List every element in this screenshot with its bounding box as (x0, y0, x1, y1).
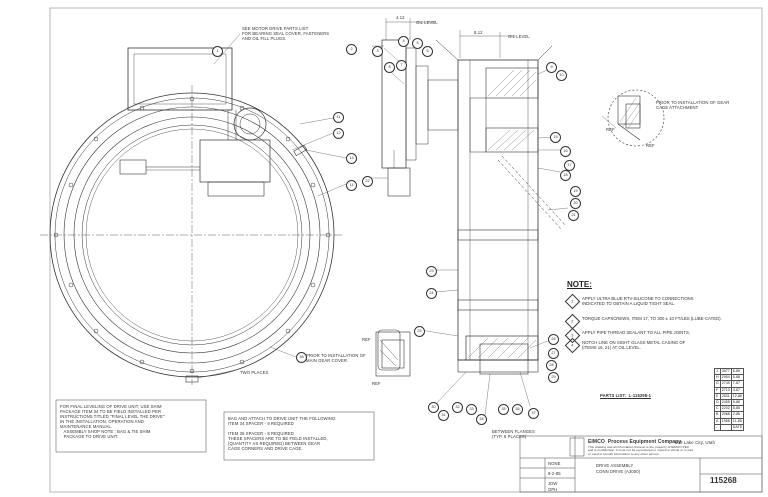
item-balloon: 34 (476, 414, 487, 425)
plan-view-housing (40, 47, 344, 385)
motor-drive-note: SEE MOTOR DRIVE PARTS LIST FOR BEARING S… (242, 26, 330, 41)
item-balloon: 26 (548, 334, 559, 345)
revision-cell: 2710 (719, 386, 732, 394)
note-number: 1 (571, 298, 574, 304)
item-balloon: 6 (422, 46, 433, 57)
item-balloon: 19 (570, 186, 581, 197)
item-balloon: 25 (414, 326, 425, 337)
item-balloon: 36 (512, 404, 523, 415)
revision-cell: 12-86 (730, 392, 745, 400)
revision-cell (719, 423, 732, 431)
two-places-label: TWO PLACES (240, 370, 269, 375)
item-balloon: 12 (333, 128, 344, 139)
item-balloon: 14 (346, 180, 357, 191)
item-balloon: 17 (564, 160, 575, 171)
item-balloon: 8 (384, 62, 395, 73)
oil-level-label-right: OIL LEVEL (508, 34, 530, 39)
item-balloon: 24 (426, 288, 437, 299)
company-address: - 669 Lake City, Utah (672, 440, 716, 445)
revision-cell: 2531 (719, 392, 732, 400)
revision-cell: 2954 (719, 374, 732, 382)
drawing-title-2: CONN DRIVE (A3000) (596, 469, 641, 474)
revision-cell: 2202 (719, 405, 732, 413)
item-balloon: 37 (528, 408, 539, 419)
revision-cell: 2749 (719, 380, 732, 388)
item-balloon: 13 (346, 153, 357, 164)
item-balloon: 7 (396, 60, 407, 71)
drawing-number: 115268 (710, 476, 737, 485)
item-balloon: 38 (296, 352, 307, 363)
note-item: 4 NOTCH LINE ON SIGHT GLASS METAL CASING … (564, 337, 757, 354)
between-flanges-note: BETWEEN FLANGES (TYP. 8 PLACES) (492, 429, 535, 439)
item-balloon: 9 (546, 62, 557, 73)
item-balloon: 31 (438, 410, 449, 421)
detail-view-lower (375, 331, 411, 377)
item-balloon: 33 (466, 404, 477, 415)
revision-cell: DATE (730, 423, 745, 431)
prior-install-gear-note: PRIOR TO INSTALLATION OF GEAR CAGE ATTAC… (656, 100, 730, 110)
item-balloon: 11 (333, 112, 344, 123)
dim-4-12: 4.12 (396, 15, 405, 20)
item-balloon: 3 (372, 46, 383, 57)
ref-label-lower-2: REF (372, 381, 381, 386)
item-balloon: 1 (212, 46, 223, 57)
item-balloon: 4 (398, 36, 409, 47)
oil-level-label-top: OIL LEVEL (416, 20, 438, 25)
revision-cell: 3577 (719, 367, 732, 376)
item-balloon: 27 (548, 348, 559, 359)
note-item: 3APPLY PIPE THREAD SEALANT TO ALL PIPE J… (564, 327, 757, 344)
item-balloon: 22 (362, 176, 373, 187)
note-text: APPLY PIPE THREAD SEALANT TO ALL PIPE JO… (582, 330, 691, 335)
note-text: NOTCH LINE ON SIGHT GLASS METAL CASING O… (582, 340, 686, 351)
note-number: 2 (571, 318, 574, 324)
item-balloon: 15 (550, 132, 561, 143)
parts-list-label: PARTS LIST: L-115298-1 (600, 393, 652, 398)
ref-label-lower: REF (362, 337, 371, 342)
notes-title: NOTE: (567, 280, 592, 289)
revision-row: -DATE (714, 423, 745, 431)
item-balloon: 20 (570, 198, 581, 209)
note-number: 4 (571, 342, 574, 348)
item-balloon: 18 (560, 170, 571, 181)
note-item: 1 APPLY ULTRA BLUE RTV-SILICONE TO CONNEC… (564, 293, 757, 310)
checked-by: OPH (548, 487, 558, 492)
note-number-diamond: 4 (564, 337, 581, 354)
spacer-field-note: BAG AND ATTACH TO DRIVE UNIT THE FOLLOWI… (228, 416, 337, 451)
note-text: TORQUE CAPSCREWS, ITEM 17, TO 300 ± 10 F… (582, 316, 722, 321)
shim-field-note: FOR FINAL LEVELING OF DRIVE UNIT, USE SH… (60, 404, 165, 439)
ref-label-right: REF (606, 127, 615, 132)
confidentiality-notice: This drawing and all information thereon… (588, 445, 694, 456)
item-balloon: 23 (426, 266, 437, 277)
company-name: EIMCO Process Equipment Company (588, 439, 682, 445)
dim-8-12: 8.12 (474, 30, 483, 35)
revision-cell: 2068 (719, 411, 732, 419)
item-balloon: 29 (548, 372, 559, 383)
ref-label-right-2: REF (646, 143, 655, 148)
item-balloon: 28 (546, 360, 557, 371)
item-balloon: 10 (556, 70, 567, 81)
drawn-by: JDW (548, 481, 558, 486)
title-block-frame (519, 435, 763, 493)
note-number-diamond: 1 (564, 293, 581, 310)
drawing-title-1: DRIVE ASSEMBLY (596, 463, 634, 468)
item-balloon: 35 (498, 404, 509, 415)
item-balloon: 16 (560, 146, 571, 157)
item-balloon: 5 (412, 38, 423, 49)
item-balloon: 30 (428, 402, 439, 413)
revision-cell: 2455 (719, 398, 732, 407)
section-view (377, 39, 567, 375)
scale-value: NONE (548, 461, 561, 466)
prior-install-main-note: PRIOR TO INSTALLATION OF MAIN GEAR COVER… (306, 353, 366, 363)
note-item: 2 TORQUE CAPSCREWS, ITEM 17, TO 300 ± 10 … (564, 313, 757, 330)
item-balloon: 2 (346, 44, 357, 55)
note-text: APPLY ULTRA BLUE RTV-SILICONE TO CONNECT… (582, 296, 694, 307)
item-balloon: 32 (452, 402, 463, 413)
revision-cell: 1966 (719, 417, 732, 425)
item-balloon: 21 (568, 210, 579, 221)
date-value: 9-2-85 (548, 471, 561, 476)
